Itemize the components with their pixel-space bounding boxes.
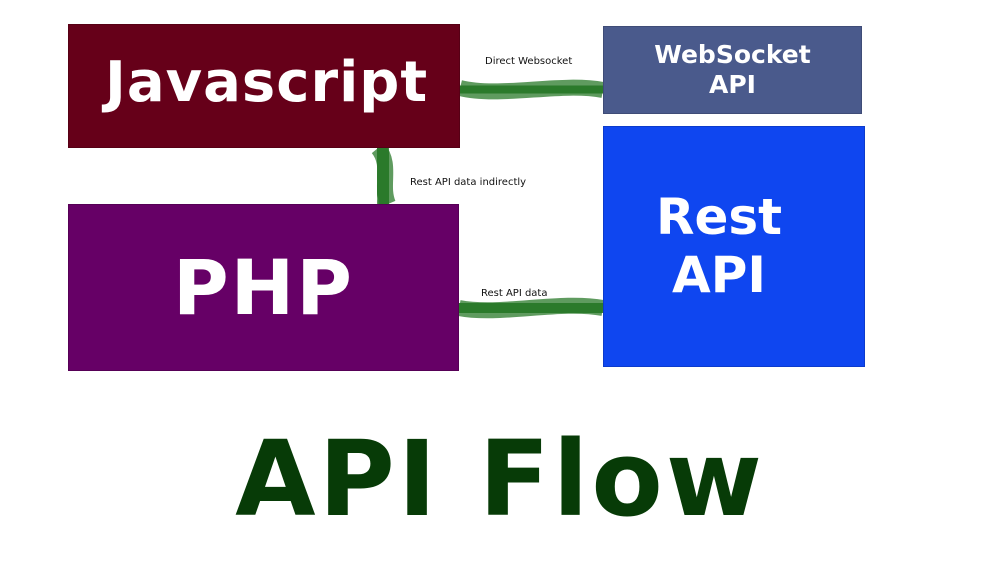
diagram-title: API Flow bbox=[235, 418, 765, 540]
php-label: PHP bbox=[172, 243, 354, 332]
rest-api-label: Rest API bbox=[655, 188, 783, 304]
rest-data-label: Rest API data bbox=[481, 288, 548, 299]
javascript-label: Javascript bbox=[105, 49, 429, 115]
websocket-api-label: WebSocket API bbox=[654, 40, 811, 99]
php-box: PHP bbox=[68, 204, 459, 371]
direct-websocket-label: Direct Websocket bbox=[485, 56, 573, 67]
rest-indirect-label: Rest API data indirectly bbox=[410, 177, 527, 188]
javascript-box: Javascript bbox=[68, 24, 460, 148]
websocket-api-box: WebSocket API bbox=[603, 26, 862, 114]
rest-api-box: Rest API bbox=[603, 126, 865, 367]
